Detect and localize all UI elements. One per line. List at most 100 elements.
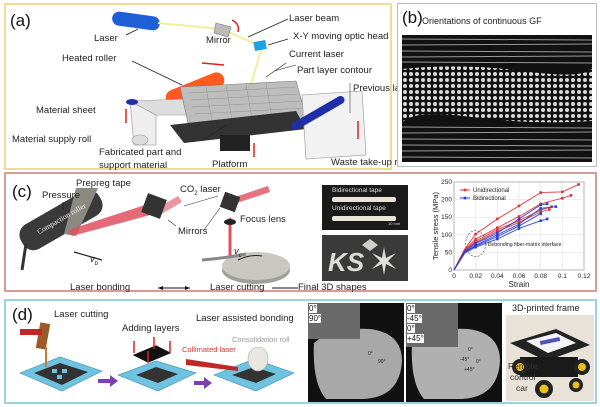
label-velocity-b: vb [90,254,99,267]
label-unidirectional-tape: Unidirectional tape [332,205,386,212]
final-shapes-photo: KS [322,235,408,281]
platform-icon [170,111,306,143]
x-tick-label: 0.02 [469,273,482,280]
inset-label: 90° [309,314,322,323]
label-co2-laser: CO2 laser [180,184,221,197]
panel-label: (b) [402,8,423,27]
debonding-annotation: Debonding fiber-matrix interface [488,242,562,248]
tape-specimens-photo: Bidirectional tape Unidirectional tape 1… [322,185,408,230]
data-point [496,229,499,233]
ply-mark: 0° [368,351,373,357]
inset-label: 0° [407,304,415,313]
lom-schematic-drawing [112,11,367,160]
mirror-rotation-arrow-icon [231,19,240,33]
ct-scan-0-90: 0° 90° 0° 90° [308,303,404,402]
fiber-micrograph-image [401,35,593,162]
y-tick-label: 0 [448,267,452,274]
label-prepreg-tape: Prepreg tape [76,178,131,189]
ply-mark: 0° [476,359,481,365]
data-point [474,242,477,245]
panel-label: (c) [12,182,32,201]
y-tick-label: 50 [445,249,453,256]
y-axis-label: Tensile stress (MPa) [431,192,440,260]
data-point [474,239,477,243]
data-point [539,219,542,223]
series-line-unidirectional [453,194,572,271]
legend-label: Bidirectional [473,196,506,202]
y-tick-label: 150 [441,214,452,221]
label-optic-head: X-Y moving optic head [293,31,389,42]
label-laser: Laser [94,33,118,44]
label-pressure: Pressure [42,190,81,201]
data-point [539,203,542,207]
micrograph-title: Orientations of continuous GF [422,16,542,26]
data-point [539,212,542,215]
label-current-laser: Current laser [289,49,344,60]
ct-scan-quasi-isotropic: 0° -45° 0° +45° 0° -45° 0° +45° [406,303,502,402]
label-laser-cutting: Laser cutting [54,309,109,320]
debonding-circle [465,230,486,257]
rc-car-photo: Remote control car [506,315,594,401]
legend-label: Unidirectional [473,188,509,194]
x-tick-label: 0.08 [534,273,547,280]
label-fabricated-part: Fabricated part and [99,147,182,158]
label-previous-layer: Previous layer [353,83,414,94]
next-step-arrow-icon [194,377,212,389]
mirror-icon [213,22,232,38]
label-scale-bar: 10 mm [388,221,401,226]
data-point [569,194,573,197]
label-velocity-c: vc [234,246,242,259]
label-focus-lens: Focus lens [240,214,286,225]
x-tick-label: 0 [452,273,456,280]
y-tick-label: 250 [441,179,452,186]
data-point [539,210,542,214]
label-laser-bonding: Laser bonding [70,282,131,293]
label-heated-roller: Heated roller [62,53,117,64]
data-point [496,217,499,221]
data-point [517,217,521,221]
data-point [577,183,580,186]
label-3d-printed-frame: 3D-printed frame [512,303,580,313]
label-adding-layers: Adding layers [122,323,180,334]
data-point [545,202,549,206]
label-mirror: Mirror [206,35,231,46]
label-consolidation-roll: Consolidation roll [232,335,290,344]
panel-b-fiber-micrograph: (b) Orientations of continuous GF [397,3,597,167]
data-point [517,224,521,228]
panel-c-laser-bonding-cutting: (c) Prepreg tape Pressure C [4,172,597,293]
data-point [496,226,499,230]
data-point [474,245,477,249]
ply-mark: 0° [468,347,473,353]
label-collimated-laser: Collimated laser [182,345,236,354]
data-point [539,191,542,194]
data-point [496,233,499,237]
label-support-material: support material [99,160,168,171]
panel-a-lom-schematic: (a) [4,3,413,171]
laser-source-icon [112,11,160,31]
data-point [539,207,542,210]
bonding-cutting-drawing [19,186,298,290]
laser-beam-path [157,22,264,102]
compaction-roller-icon [19,188,103,271]
x-tick-label: 0.12 [578,273,591,280]
data-point [545,217,549,221]
data-point [496,231,499,235]
label-laser-assisted-bonding: Laser assisted bonding [196,313,294,324]
label-remote: Remote [508,361,538,371]
data-point [561,196,564,200]
data-point [496,235,499,238]
y-tick-label: 200 [441,197,452,204]
series-line-unidirectional [453,184,579,271]
data-point [554,205,558,208]
ply-mark: +45° [464,367,475,373]
data-point [561,190,564,194]
data-point [548,208,551,211]
panel-label: (a) [10,11,31,30]
panel-d-laser-cutting-assembly: (d) Laser cutting Adding layers Laser as… [4,299,597,404]
label-laser-beam: Laser beam [289,13,340,24]
mirror-icon [141,193,167,219]
ply-mark: 90° [378,359,386,365]
legend-marker [463,196,467,200]
ply-mark: -45° [460,357,470,363]
